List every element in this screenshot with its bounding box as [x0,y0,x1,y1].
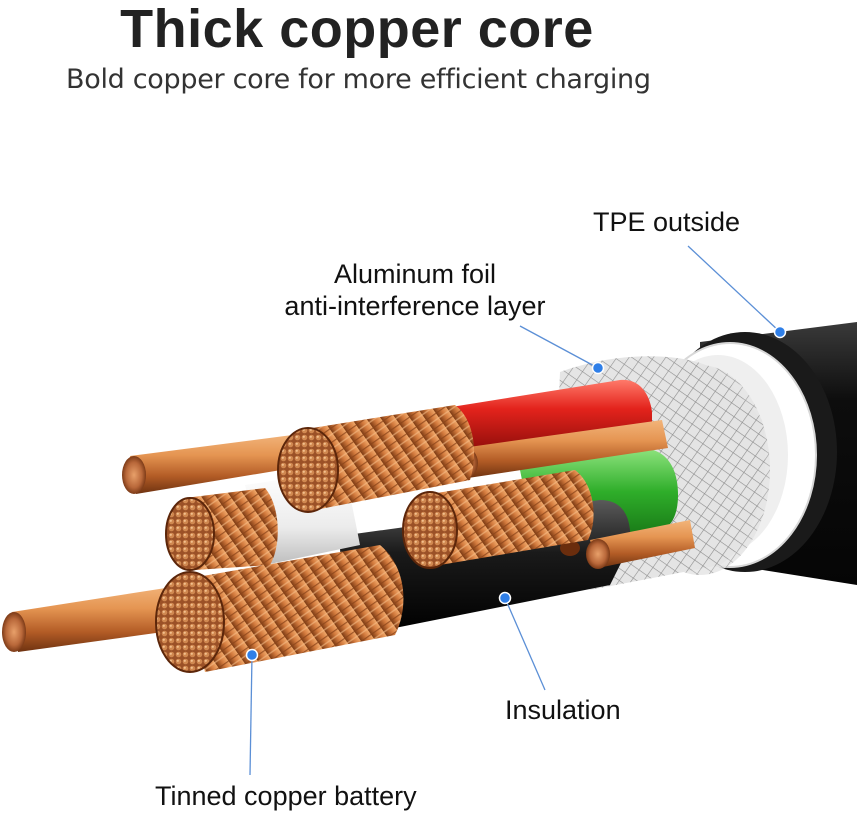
copper-bundle-lower [155,545,404,673]
label-tinned-copper: Tinned copper battery [155,781,417,811]
leader-insulation [498,591,546,691]
leader-tpe [687,245,787,339]
leader-tinned [245,648,259,776]
leader-foil [519,325,605,375]
copper-bundle-center [402,470,594,569]
copper-rod-upper [122,434,305,494]
label-aluminum-foil-line1: Aluminum foil [333,259,497,289]
page-subtitle: Bold copper core for more efficient char… [66,64,651,95]
label-insulation: Insulation [505,695,621,725]
drain-wire-lower [560,520,695,569]
copper-bundle-left [165,488,278,571]
label-tpe-outside: TPE outside [593,207,741,237]
copper-bundle-upper [277,405,475,513]
page-title: Thick copper core [120,0,594,59]
label-aluminum-foil-line2: anti-interference layer [284,291,546,321]
copper-rod-lower [2,585,192,652]
label-aluminum-foil: Aluminum foil anti-interference layer [280,258,550,322]
